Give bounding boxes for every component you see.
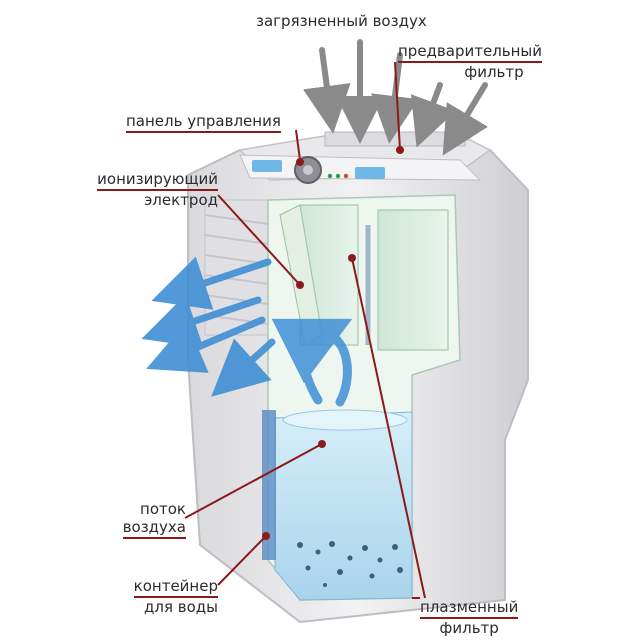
plasma-text-line1: плазменный	[420, 598, 519, 619]
water-level-window	[262, 410, 276, 560]
control-panel	[239, 154, 482, 184]
ionizing-text-line1: ионизирующий	[97, 170, 218, 191]
pre-filter-text-line2: фильтр	[464, 63, 524, 81]
airflow-loop-arrow	[271, 318, 353, 407]
label-airflow: поток воздуха	[100, 500, 186, 539]
leader-control-panel	[295, 129, 301, 161]
display-right	[355, 167, 385, 179]
label-ionizing-electrode: ионизирующий электрод	[86, 170, 218, 209]
output-air-arrows	[141, 256, 276, 397]
sediment-particles	[297, 541, 403, 587]
airflow-text-line2: воздуха	[122, 518, 186, 539]
dirty-air-text: загрязненный воздух	[256, 12, 427, 30]
label-dirty-air: загрязненный воздух	[256, 12, 427, 30]
container-text-line1: контейнер	[133, 577, 218, 598]
pre-filter-text-line1: предварительный	[398, 42, 543, 63]
ionizing-text-line2: электрод	[144, 191, 218, 209]
side-vent	[204, 199, 276, 336]
leader-pre-filter	[394, 61, 401, 151]
leader-water-container	[217, 536, 266, 586]
leader-ionizing-electrode	[217, 194, 301, 286]
control-panel-text: панель управления	[126, 112, 281, 133]
water-container	[262, 409, 413, 601]
plasma-filter-block	[377, 209, 449, 351]
label-plasma-filter: плазменный фильтр	[420, 598, 519, 637]
label-control-panel: панель управления	[126, 112, 281, 133]
container-text-line2: для воды	[144, 598, 218, 616]
leader-airflow	[184, 444, 321, 519]
airflow-text-line1: поток	[140, 500, 186, 518]
plasma-text-line2: фильтр	[439, 619, 499, 637]
label-pre-filter: предварительный фильтр	[398, 42, 543, 81]
leader-plasma-filter	[351, 257, 426, 599]
leader-lines	[184, 61, 426, 599]
pre-filter-grid	[324, 131, 466, 147]
display-left	[252, 160, 282, 172]
label-water-container: контейнер для воды	[112, 577, 218, 616]
